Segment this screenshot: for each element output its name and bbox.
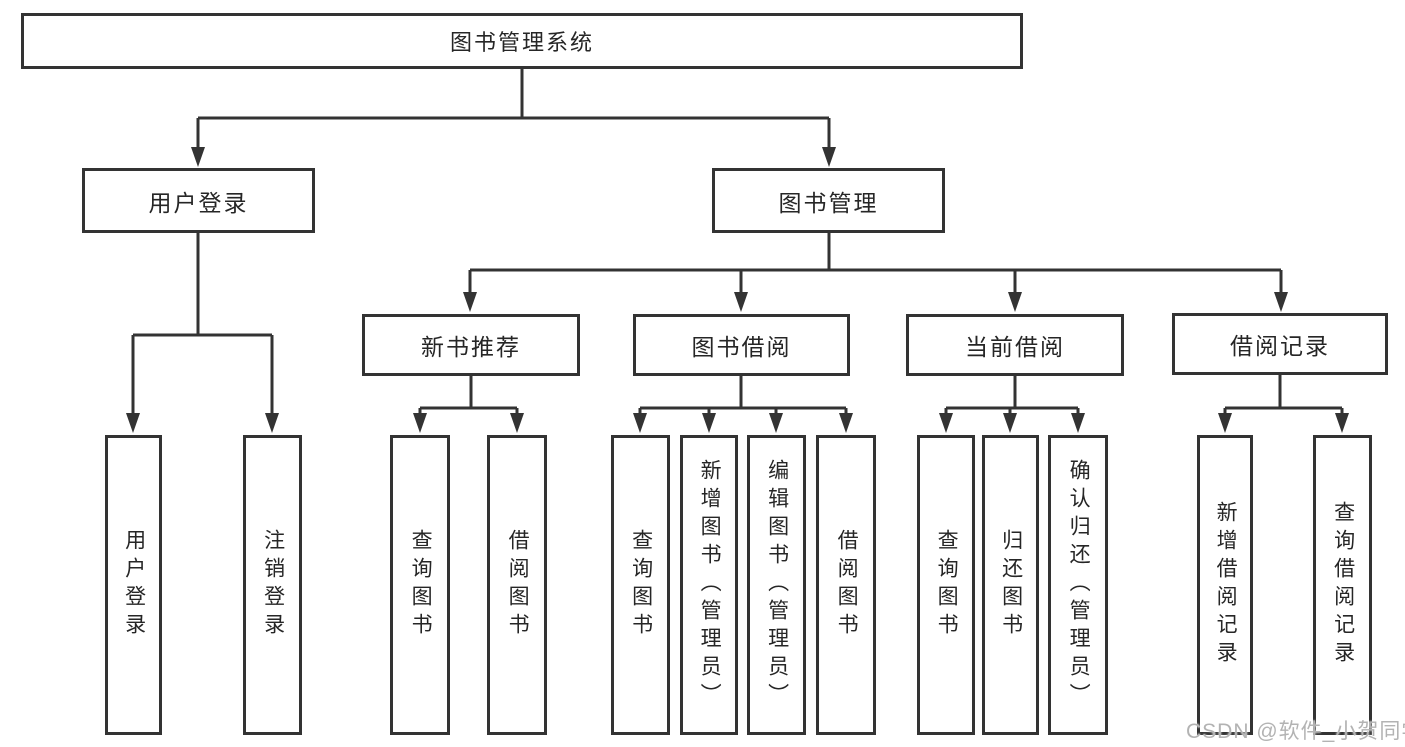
arrowheads xyxy=(126,147,1349,433)
node-user-login-branch: 用户登录 xyxy=(82,168,315,233)
leaf-user-login: 用户登录 xyxy=(105,435,162,735)
leaf-add-book-admin: 新增图书（管理员） xyxy=(680,435,738,735)
leaf-query-books-borrow: 查询图书 xyxy=(611,435,670,735)
node-borrow-records: 借阅记录 xyxy=(1172,313,1388,375)
connector-book-borrow-to-leaves xyxy=(638,376,848,416)
leaf-confirm-return-admin: 确认归还（管理员） xyxy=(1048,435,1108,735)
node-root: 图书管理系统 xyxy=(21,13,1023,69)
leaf-borrow-books-recommend: 借阅图书 xyxy=(487,435,547,735)
leaf-edit-book-admin: 编辑图书（管理员） xyxy=(747,435,806,735)
leaf-query-borrow-record: 查询借阅记录 xyxy=(1313,435,1372,735)
leaf-query-books-recommend: 查询图书 xyxy=(390,435,450,735)
node-book-borrow: 图书借阅 xyxy=(633,314,850,376)
leaf-return-book: 归还图书 xyxy=(982,435,1039,735)
node-current-borrow: 当前借阅 xyxy=(906,314,1124,376)
connector-current-borrow-to-leaves xyxy=(944,376,1080,416)
leaf-add-borrow-record: 新增借阅记录 xyxy=(1197,435,1253,735)
watermark: CSDN @软件_小贺同学 xyxy=(1186,720,1405,743)
connector-user-login-to-leaves xyxy=(131,233,274,415)
leaf-borrow-books-borrow: 借阅图书 xyxy=(816,435,876,735)
connector-root-to-level2 xyxy=(196,69,831,150)
leaf-query-books-current: 查询图书 xyxy=(917,435,975,735)
connector-new-book-to-leaves xyxy=(418,376,519,416)
connector-borrow-records-to-leaves xyxy=(1223,374,1344,416)
node-book-management-branch: 图书管理 xyxy=(712,168,945,233)
connector-book-management-to-level3 xyxy=(468,233,1283,295)
leaf-logout: 注销登录 xyxy=(243,435,302,735)
node-new-book-recommend: 新书推荐 xyxy=(362,314,580,376)
